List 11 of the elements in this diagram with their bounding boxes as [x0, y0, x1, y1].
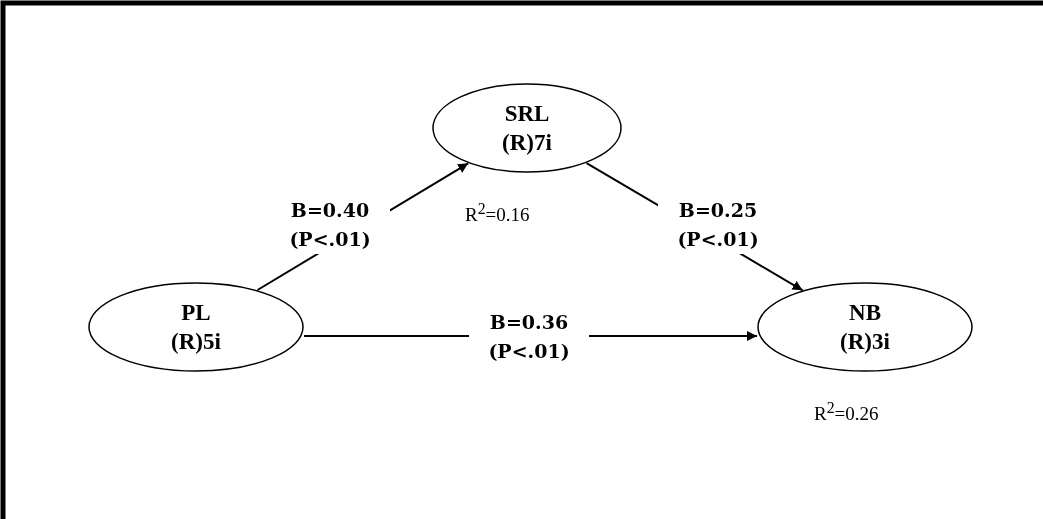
node-label: (R)3i: [840, 328, 890, 356]
ellipse-node: [432, 83, 622, 173]
ellipse-node: [88, 282, 304, 372]
node-label: (R)5i: [171, 328, 221, 356]
node-label: (R)7i: [502, 129, 552, 157]
node-label: PL: [181, 299, 211, 327]
r-squared-note: R$^{2}$=0.26: [814, 399, 879, 426]
ellipse-node: [757, 282, 973, 372]
r-squared-note: R$^{2}$=0.16: [465, 200, 530, 227]
node-label: SRL: [504, 100, 550, 128]
node-label: NB: [849, 299, 881, 327]
